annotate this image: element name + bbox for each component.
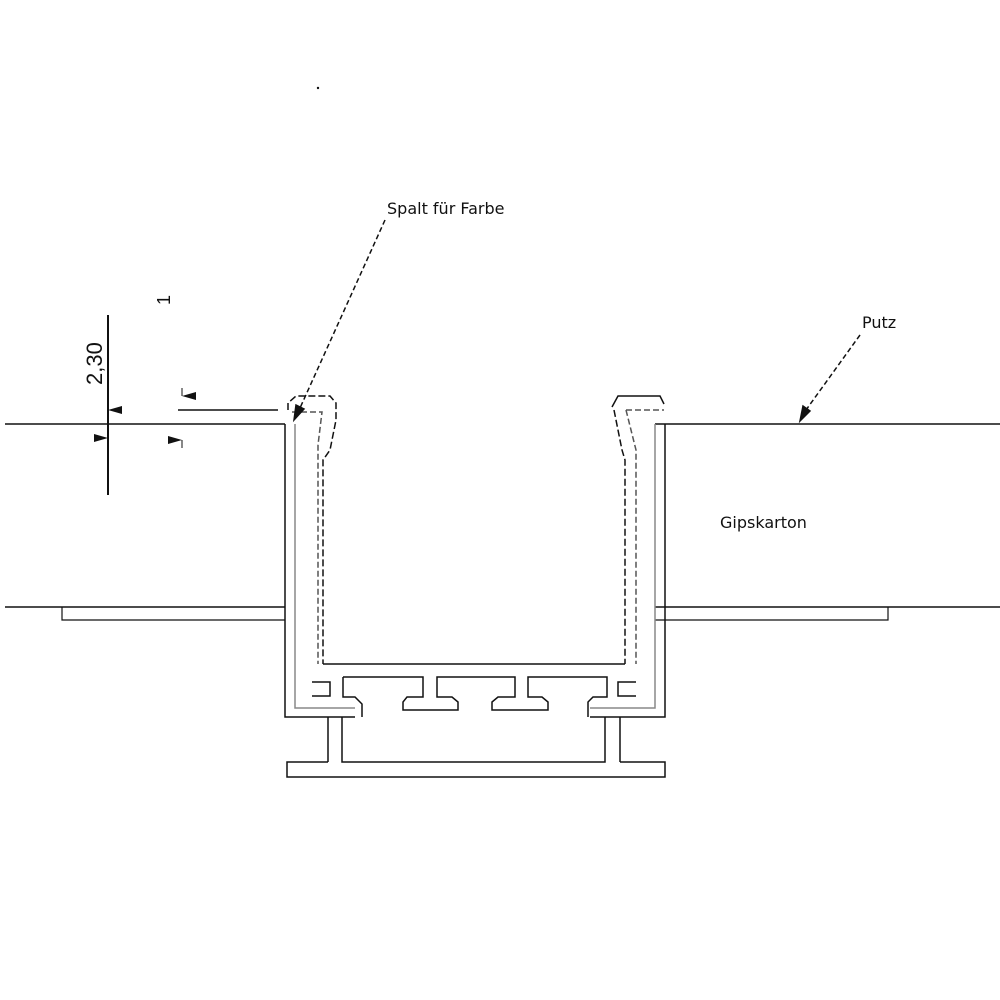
drywall-right [655,423,1000,621]
dimension-gap [168,388,278,448]
label-plaster: Putz [862,313,896,332]
dimension-thickness-label: 2,30 [82,342,107,385]
leader-plaster [798,334,861,424]
label-drywall: Gipskarton [720,513,807,532]
dimension-gap-label: 1 [154,295,174,305]
aluminium-profile [284,395,666,778]
stray-dot [316,86,320,90]
leader-gap [292,219,386,423]
label-gap-for-paint: Spalt für Farbe [387,199,504,218]
drywall-left [5,423,285,621]
